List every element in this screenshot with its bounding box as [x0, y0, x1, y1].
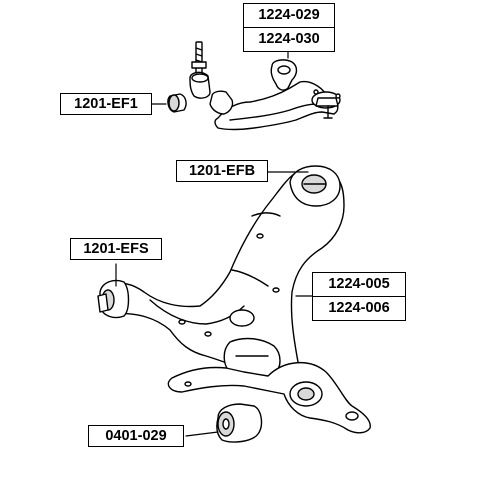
lower-bushing — [216, 403, 263, 443]
front-bushing — [97, 279, 130, 319]
label-rear-bushing: 1201-EFB — [176, 160, 268, 182]
label-upper-bushing: 1201-EF1 — [60, 93, 152, 115]
label-code: 1224-029 — [258, 7, 320, 23]
label-lower-arm: 1224-005 1224-006 — [312, 272, 406, 321]
upper-control-arm — [209, 59, 341, 131]
label-code: 1224-030 — [244, 27, 334, 51]
lower-control-arm — [102, 165, 345, 381]
label-upper-arm: 1224-029 1224-030 — [243, 3, 335, 52]
label-code: 1224-005 — [328, 276, 390, 292]
upper-bolt — [189, 41, 211, 99]
label-lower-bushing: 0401-029 — [88, 425, 184, 447]
upper-bushing — [167, 93, 187, 113]
label-front-bushing: 1201-EFS — [70, 238, 162, 260]
label-code: 1224-006 — [313, 296, 405, 320]
ball-joint-bracket — [167, 361, 371, 434]
